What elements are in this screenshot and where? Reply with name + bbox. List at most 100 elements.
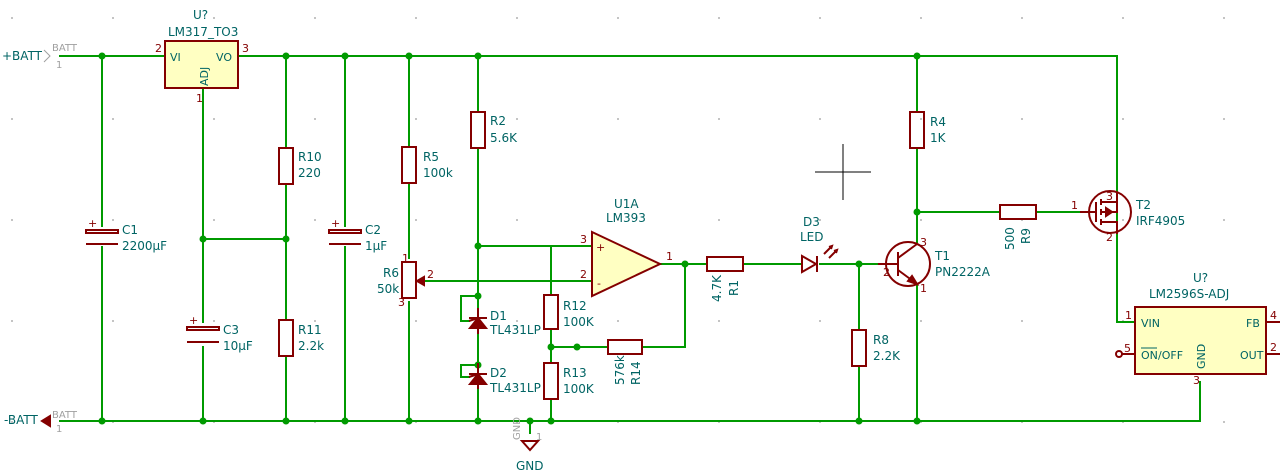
buck-ref: U?: [1193, 271, 1208, 285]
d3-value: LED: [800, 230, 824, 244]
grid-dot: [718, 17, 720, 19]
grid-dot: [11, 219, 13, 221]
ground-pin: GND: [512, 417, 523, 440]
buck-pin-num-gnd: 3: [1193, 374, 1200, 387]
transistor-t1[interactable]: T1 PN2222A 2 3 1: [878, 236, 991, 295]
svg-text:+: +: [88, 217, 97, 230]
r6-value: 50k: [377, 282, 399, 296]
d1-ref: D1: [490, 309, 507, 323]
grid-dot: [213, 219, 215, 221]
t2-pin-g: 1: [1071, 199, 1078, 212]
buck-pin-num-vin: 1: [1125, 309, 1132, 322]
grid-dot: [1021, 17, 1023, 19]
resistor-r10[interactable]: R10 220: [278, 147, 322, 185]
buck-pin-onoff-rest: /OFF: [1158, 349, 1183, 362]
grid-dot: [415, 219, 417, 221]
regulator-lm317[interactable]: U? LM317_TO3 VI VO ADJ 2 3 1: [155, 8, 249, 105]
grid-dot: [112, 219, 114, 221]
port-batt-minus[interactable]: -BATT BATT 1: [4, 410, 78, 435]
grid-dot: [718, 219, 720, 221]
r1-ref: R1: [727, 280, 741, 296]
port-batt-minus-pin: BATT: [52, 410, 78, 421]
t2-ref: T2: [1135, 198, 1151, 212]
grid-dot: [11, 421, 13, 423]
shunt-reference-d2[interactable]: D2 TL431LP: [467, 363, 541, 395]
resistor-r14[interactable]: 576k R14: [607, 339, 643, 385]
t1-pin-e: 1: [920, 282, 927, 295]
regulator-pin-num-vi: 2: [155, 42, 162, 55]
buck-pin-onoff-bar: ON: [1141, 349, 1158, 362]
mosfet-t2[interactable]: T2 IRF4905 1 3 2: [1071, 190, 1185, 244]
regulator-ref: U?: [193, 8, 208, 22]
regulator-pin-vi: VI: [170, 51, 181, 64]
d3-ref: D3: [803, 215, 820, 229]
capacitor-c2[interactable]: + C2 1µF: [328, 217, 387, 253]
junctions: [98, 52, 921, 425]
shunt-reference-d1[interactable]: D1 TL431LP: [467, 308, 541, 337]
comparator-u1a[interactable]: U1A LM393 + - 3 2 1: [580, 197, 673, 298]
grid-dot: [819, 219, 821, 221]
ground-label: GND: [516, 459, 544, 473]
r13-value: 100K: [563, 382, 595, 396]
port-batt-plus-num: 1: [56, 60, 62, 71]
ground-symbol[interactable]: GND GND 1: [512, 417, 544, 473]
grid-dot: [314, 17, 316, 19]
regulator-pin-adj: ADJ: [198, 67, 211, 86]
grid-dot: [11, 17, 13, 19]
r11-ref: R11: [298, 323, 322, 337]
grid-dot: [1223, 118, 1225, 120]
c2-value: 1µF: [365, 239, 387, 253]
grid-dot: [314, 118, 316, 120]
grid-dot: [1122, 219, 1124, 221]
grid-dot: [516, 219, 518, 221]
r8-value: 2.2K: [873, 349, 901, 363]
resistor-r1[interactable]: 4.7K R1: [706, 256, 744, 302]
r6-pin-2: 2: [427, 268, 434, 281]
grid-dot: [516, 17, 518, 19]
grid-dot: [617, 219, 619, 221]
c1-value: 2200µF: [122, 239, 167, 253]
grid-dot: [718, 118, 720, 120]
grid-dot: [415, 320, 417, 322]
resistor-r12[interactable]: R12 100K: [543, 294, 595, 330]
r12-value: 100K: [563, 315, 595, 329]
u1a-value: LM393: [606, 211, 646, 225]
potentiometer-r6[interactable]: R6 50k 1 2 3: [377, 252, 434, 309]
regulator-pin-num-vo: 3: [242, 42, 249, 55]
svg-text:+: +: [331, 217, 340, 230]
resistor-r11[interactable]: R11 2.2k: [278, 319, 324, 357]
resistor-r4[interactable]: R4 1K: [909, 111, 947, 149]
resistor-r5[interactable]: R5 100k: [401, 146, 453, 184]
grid-dot: [112, 17, 114, 19]
r6-pin-3: 3: [398, 296, 405, 309]
u1a-minus-sign: -: [597, 277, 601, 290]
capacitor-c3[interactable]: + C3 10µF: [186, 314, 253, 353]
port-batt-plus-label: +BATT: [2, 49, 43, 63]
led-d3[interactable]: D3 LED: [800, 215, 839, 274]
t1-pin-c: 3: [920, 236, 927, 249]
grid-dot: [11, 320, 13, 322]
grid-dot: [718, 320, 720, 322]
resistor-r13[interactable]: R13 100K: [543, 362, 595, 400]
port-batt-plus-pin: BATT: [52, 43, 78, 54]
c1-ref: C1: [122, 223, 138, 237]
t2-pin-s: 3: [1106, 190, 1113, 203]
buck-value: LM2596S-ADJ: [1149, 287, 1229, 301]
grid-dot: [314, 320, 316, 322]
resistor-r8[interactable]: R8 2.2K: [851, 329, 901, 367]
resistor-r2[interactable]: R2 5.6K: [470, 111, 518, 149]
r14-ref: R14: [629, 361, 643, 385]
r10-ref: R10: [298, 150, 322, 164]
r2-value: 5.6K: [490, 131, 518, 145]
capacitor-c1[interactable]: + C1 2200µF: [85, 217, 167, 253]
u1a-pin-plus: 3: [580, 233, 587, 246]
r6-pin-1: 1: [402, 252, 409, 265]
port-batt-plus[interactable]: +BATT BATT 1: [2, 43, 78, 71]
buck-pin-out: OUT: [1240, 349, 1264, 362]
resistor-r9[interactable]: 500 R9: [999, 204, 1037, 250]
d2-ref: D2: [490, 366, 507, 380]
grid-dot: [1223, 219, 1225, 221]
grid-dot: [1021, 320, 1023, 322]
grid-dot: [920, 219, 922, 221]
buck-regulator-lm2596[interactable]: U? LM2596S-ADJ VIN FB ON /OFF GND OUT 1 …: [1115, 271, 1280, 387]
